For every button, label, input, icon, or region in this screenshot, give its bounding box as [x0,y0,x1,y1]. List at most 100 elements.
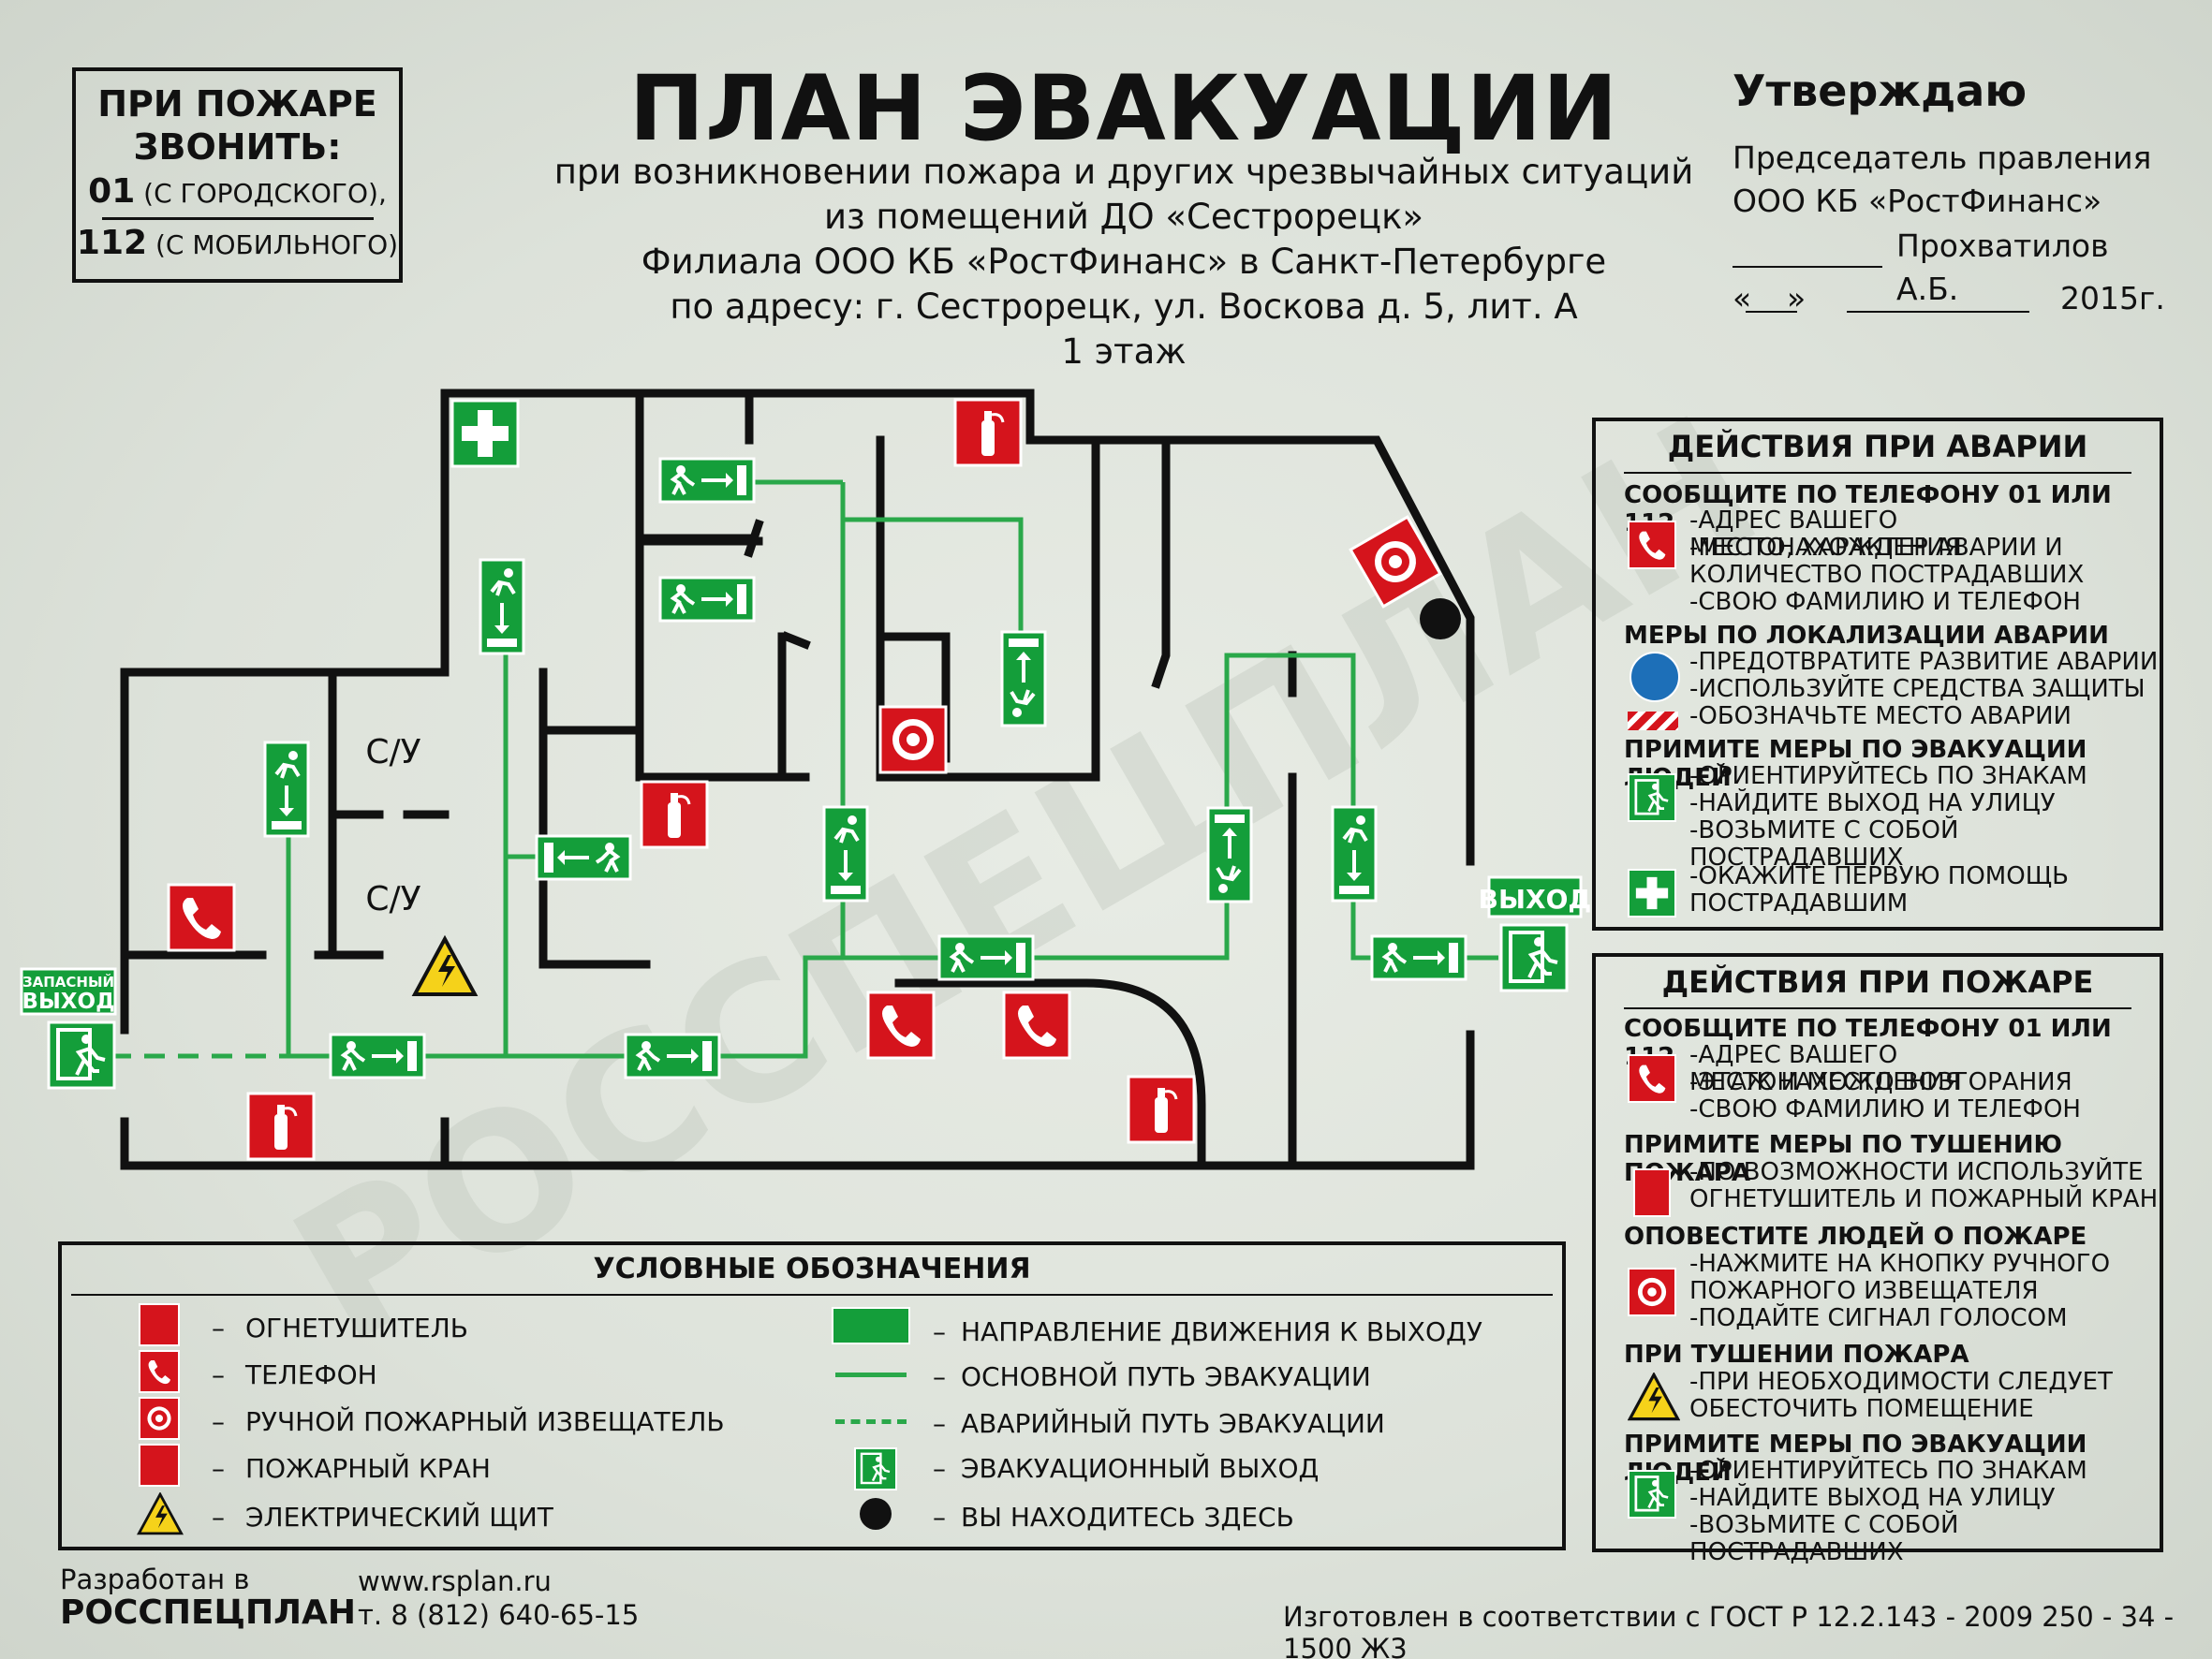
legend-item-evacuation-exit: ЭВАКУАЦИОННЫЙ ВЫХОД [961,1453,1320,1484]
developer-name: РОССПЕЦПЛАН [60,1593,356,1632]
fire-call-number-01: 01 [88,172,136,211]
fire-s5-item: -ВОЗЬМИТЕ С СОБОЙ ПОСТРАДАВШИХ [1689,1511,1959,1566]
date-open-quote: « [1733,280,1752,316]
phone-icon [1628,521,1676,569]
accident-s1-item: -СВОЮ ФАМИЛИЮ И ТЕЛЕФОН [1689,588,2081,616]
fire-alarm-icon [1628,1268,1676,1316]
legend-dash: – [933,1408,946,1439]
approval-signature-line: Прохватилов А.Б. [1733,225,2163,307]
telephone [866,991,936,1060]
legend-item-fire-hydrant: ПОЖАРНЫЙ КРАН [245,1453,491,1484]
accident-actions-panel: ДЕЙСТВИЯ ПРИ АВАРИИ СООБЩИТЕ ПО ТЕЛЕФОНУ… [1592,418,2163,931]
main-route-line-icon [835,1373,907,1377]
fire-call-divider [101,217,374,220]
fire-s2-item: -ПО ВОЗМОЖНОСТИ ИСПОЛЬЗУЙТЕ [1689,1158,2144,1186]
direction-sign [1331,805,1378,903]
approval-heading: Утверждаю [1733,66,2028,116]
room-label-su1: С/У [365,733,420,771]
spare-exit-sign [47,1020,116,1090]
direction-sign [658,457,756,504]
fire-extinguisher [1127,1075,1196,1144]
direction-sign [263,741,310,838]
direction-sign [1370,934,1467,981]
legend-item-exit-direction: НАПРАВЛЕНИЕ ДВИЖЕНИЯ К ВЫХОДУ [961,1316,1482,1347]
legend-dash: – [212,1453,225,1484]
telephone [167,883,236,952]
exit-icon [1628,773,1676,822]
fire-s1-item: -ЭТАЖ И МЕСТО ВОЗГОРАНИЯ [1689,1068,2072,1096]
accident-s1-item: -АДРЕС ВАШЕГО МЕСТОНАХОЖДЕНИЯ [1689,507,1962,562]
room-label-su2: С/У [365,880,420,918]
direction-sign [1206,806,1253,903]
evacuation-exit-sign [1499,923,1569,992]
legend-item-emergency-route: АВАРИЙНЫЙ ПУТЬ ЭВАКУАЦИИ [961,1408,1385,1439]
fire-extinguisher-icon [1633,1168,1671,1217]
electrical-hazard-icon [1628,1373,1680,1421]
direction-arrow-icon [832,1307,910,1344]
subtitle-line2: из помещений ДО «Сестрорецк» [823,197,1424,237]
accident-s4-item: ПОСТРАДАВШИМ [1689,889,1909,918]
telephone [1002,991,1071,1060]
fire-s3-item: -НАЖМИТЕ НА КНОПКУ РУЧНОГО [1689,1250,2111,1278]
fire-s4-item: ОБЕСТОЧИТЬ ПОМЕЩЕНИЕ [1689,1395,2034,1423]
accident-s2-item: -ОБОЗНАЧЬТЕ МЕСТО АВАРИИ [1689,702,2072,730]
direction-sign [624,1033,721,1079]
hazard-stripes-icon [1628,712,1678,730]
legend-dash: – [933,1361,946,1392]
you-are-here-icon [860,1498,892,1530]
first-aid [450,399,520,468]
exit-label-box [1487,875,1583,918]
legend-item-electrical-panel: ЭЛЕКТРИЧЕСКИЙ ЩИТ [245,1502,553,1533]
exit-label: ВЫХОД [1479,884,1592,915]
accident-s1-item: -МЕСТО, ХАРАКТЕР АВАРИИ И [1689,534,2063,562]
fire-call-title-line1: ПРИ ПОЖАРЕ [97,83,377,125]
approval-block: Утверждаю Председатель правления ООО КБ … [1733,66,2165,324]
fire-panel-rule [1624,1007,2131,1009]
page-title: ПЛАН ЭВАКУАЦИИ [628,56,1619,161]
fire-s4-heading: ПРИ ТУШЕНИИ ПОЖАРА [1624,1341,1969,1369]
subtitle-line4: по адресу: г. Сестрорецк, ул. Воскова д.… [670,286,1578,327]
fire-alarm-icon [139,1397,180,1440]
accident-s1-item: КОЛИЧЕСТВО ПОСТРАДАВШИХ [1689,561,2085,589]
fire-call-line-01: 01 (С ГОРОДСКОГО), [76,169,399,217]
developer-phone: т. 8 (812) 640-65-15 [358,1599,640,1631]
fire-extinguisher [953,398,1023,467]
legend-dash: – [212,1313,225,1343]
accident-s3-item: -НАЙДИТЕ ВЫХОД НА УЛИЦУ [1689,789,2056,817]
developer-line1: Разработан в [60,1564,250,1595]
fire-call-note-112: (С МОБИЛЬНОГО) [155,229,399,260]
accident-panel-title: ДЕЙСТВИЯ ПРИ АВАРИИ [1667,429,2088,464]
direction-sign [1000,630,1047,727]
legend-title: УСЛОВНЫЕ ОБОЗНАЧЕНИЯ [593,1253,1031,1285]
electrical-panel [413,937,477,996]
direction-sign [937,934,1035,981]
fire-panel-title: ДЕЙСТВИЯ ПРИ ПОЖАРЕ [1661,964,2094,1000]
fire-call-number-112: 112 [76,224,148,262]
spare-exit-label-1: ЗАПАСНЫЙ [22,973,114,991]
fire-s3-item: ПОЖАРНОГО ИЗВЕЩАТЕЛЯ [1689,1277,2039,1305]
fire-extinguisher [640,780,709,849]
exit-icon [1628,1470,1676,1519]
fire-call-title: ПРИ ПОЖАРЕ ЗВОНИТЬ: [76,82,399,169]
signature-blank [1733,238,1882,268]
legend-dash: – [212,1502,225,1533]
accident-s3-item: -ВОЗЬМИТЕ С СОБОЙ ПОСТРАДАВШИХ [1689,816,1959,872]
subtitle-line1: при возникновении пожара и других чрезвы… [553,152,1694,192]
legend-dash: – [933,1453,946,1484]
fire-extinguisher [246,1092,316,1161]
approval-date-line: « » 2015г. [1733,277,2165,324]
fire-hydrant-icon [139,1444,180,1487]
fire-call-line-112: 112 (С МОБИЛЬНОГО) [76,220,399,269]
direction-sign [535,834,632,881]
subtitle-line3: Филиала ООО КБ «РостФинанс» в Санкт-Пете… [641,242,1607,282]
date-close-quote: » [1787,280,1806,316]
spare-exit-label-box [20,967,117,1016]
fire-s5-item: -НАЙДИТЕ ВЫХОД НА УЛИЦУ [1689,1484,2056,1512]
legend-dash: – [933,1502,946,1533]
legend-item-telephone: ТЕЛЕФОН [245,1359,377,1390]
accident-s3-item: -ОРИЕНТИРУЙТЕСЬ ПО ЗНАКАМ [1689,762,2087,790]
legend-panel: УСЛОВНЫЕ ОБОЗНАЧЕНИЯ – ОГНЕТУШИТЕЛЬ – ТЕ… [58,1241,1566,1550]
accident-panel-rule [1624,472,2131,474]
legend-item-main-route: ОСНОВНОЙ ПУТЬ ЭВАКУАЦИИ [961,1361,1371,1392]
